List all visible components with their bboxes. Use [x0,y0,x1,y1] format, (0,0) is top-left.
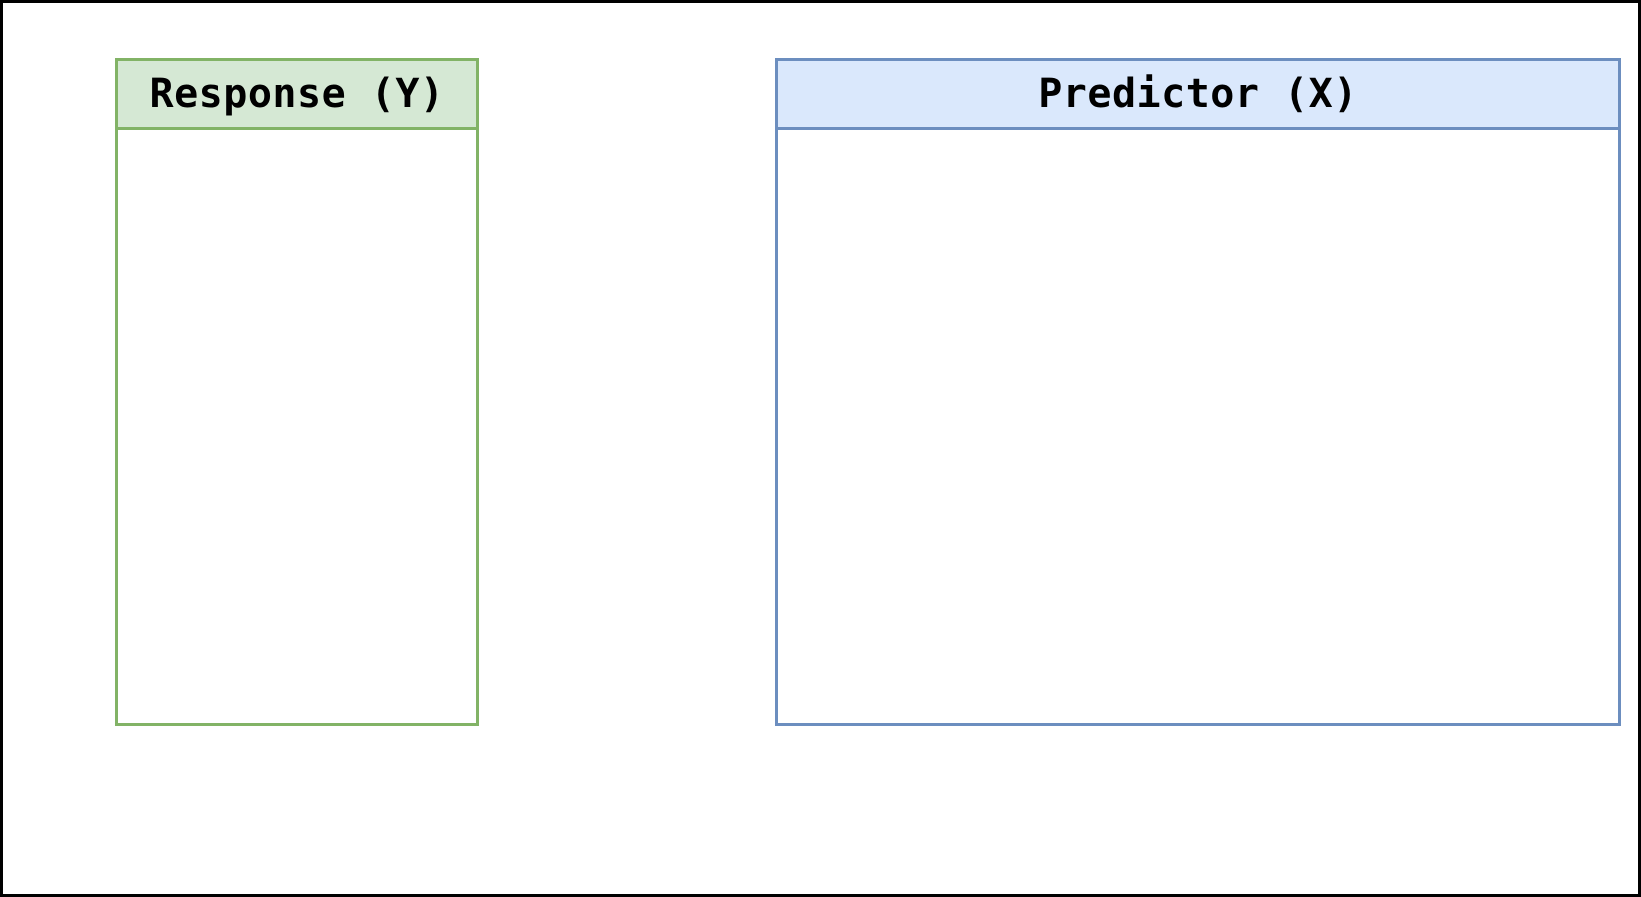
predictor-panel-body [778,130,1618,723]
response-panel-title: Response (Y) [118,61,476,130]
predictor-panel: Predictor (X) [775,58,1621,726]
response-panel-body [118,130,476,723]
response-panel: Response (Y) [115,58,479,726]
predictor-panel-title: Predictor (X) [778,61,1618,130]
